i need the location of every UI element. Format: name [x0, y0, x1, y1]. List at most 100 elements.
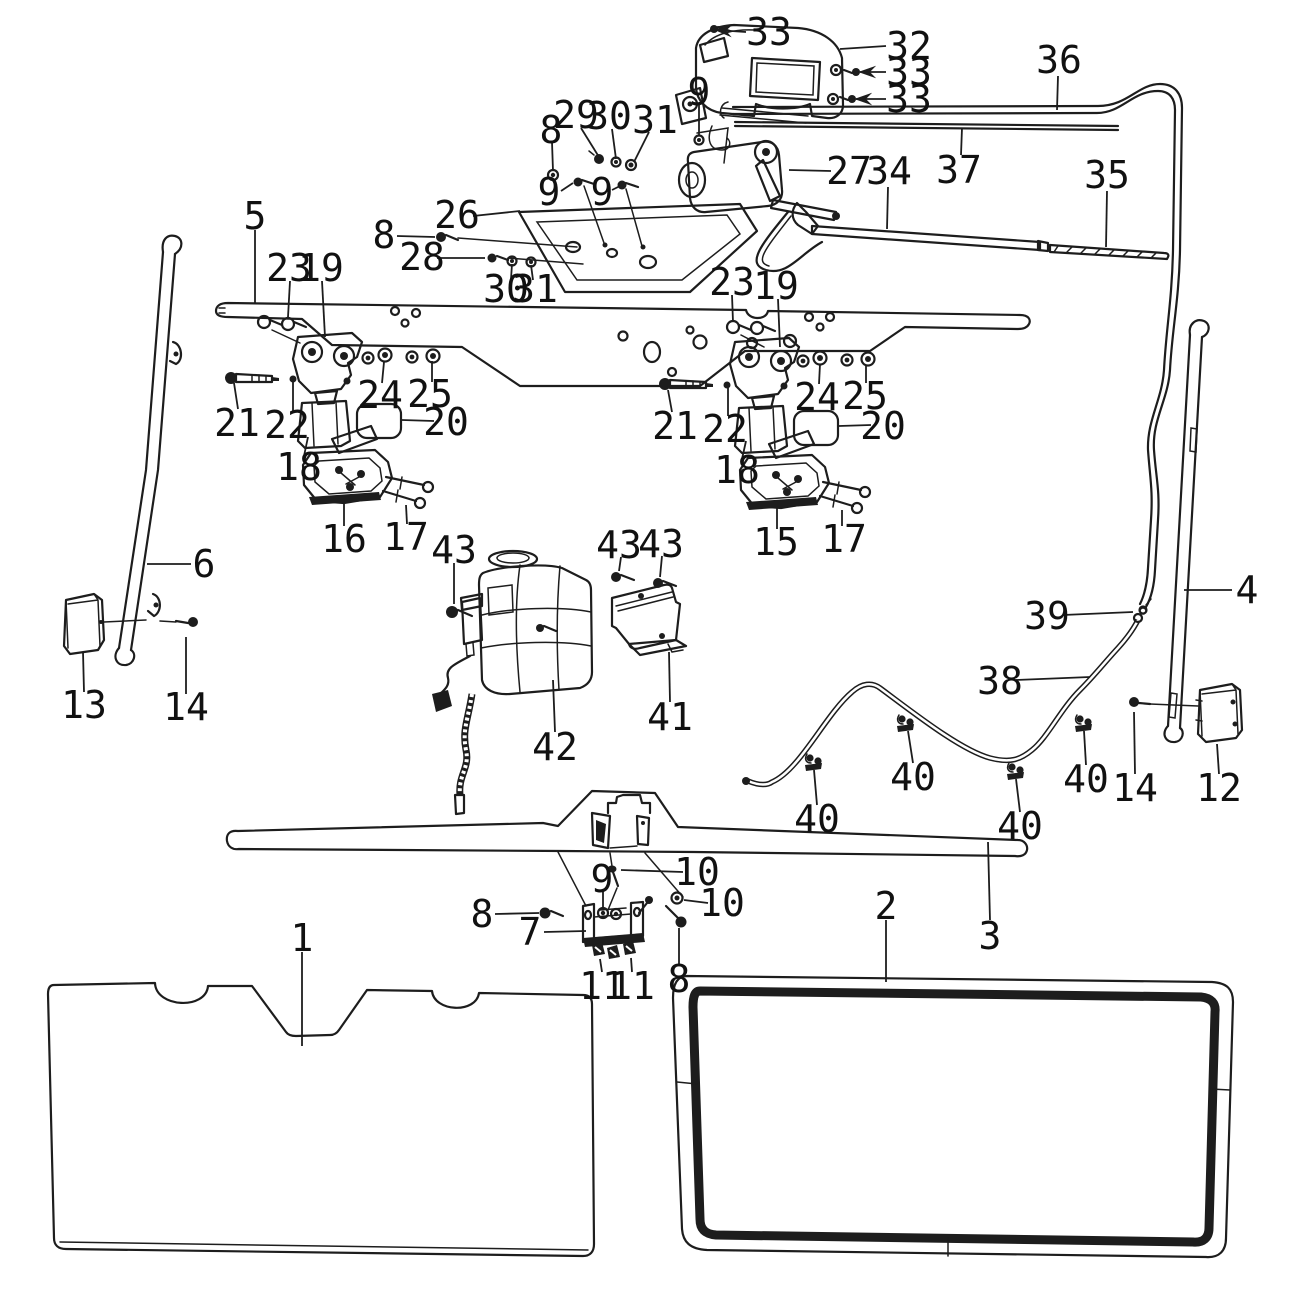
part-label-11: 11	[609, 964, 655, 1008]
part-label-19: 19	[753, 264, 799, 308]
left-hinge-assembly	[223, 314, 441, 510]
nut-10-b	[670, 891, 684, 905]
leader-line-11	[599, 958, 603, 973]
part-label-5: 5	[244, 194, 267, 238]
part-label-6: 6	[193, 542, 216, 586]
hose-clip-40	[804, 753, 823, 772]
leader-line-8	[551, 141, 554, 172]
part-label-28: 28	[399, 235, 445, 279]
bolt-8-mid	[436, 232, 578, 248]
part-label-9: 9	[591, 857, 614, 901]
part-label-33: 33	[886, 77, 932, 121]
part-label-35: 35	[1084, 153, 1130, 197]
leader-line-10	[683, 899, 709, 904]
leader-line-21	[667, 389, 673, 413]
leader-line-34	[886, 186, 889, 230]
part-label-20: 20	[423, 400, 469, 444]
screw-33-c	[838, 95, 856, 103]
leader-line-19	[321, 280, 326, 338]
part-label-43: 43	[638, 522, 684, 566]
part-label-29: 29	[553, 93, 599, 137]
top-frame-bar	[214, 301, 1031, 388]
bolt-9-b	[617, 180, 646, 250]
part-label-36: 36	[1036, 38, 1082, 82]
part-label-3: 3	[979, 914, 1002, 958]
part-label-21: 21	[214, 401, 260, 445]
part-label-15: 15	[753, 520, 799, 564]
part-label-33: 33	[746, 10, 792, 54]
part-label-31: 31	[512, 267, 558, 311]
leader-line-39	[1062, 611, 1134, 616]
part-label-18: 18	[714, 448, 760, 492]
screw-14-right	[1129, 697, 1199, 707]
corner-block-12	[1195, 682, 1244, 744]
bolt-43-b	[611, 572, 636, 582]
clip-11	[606, 944, 621, 960]
leader-line-21	[233, 382, 239, 410]
leader-line-32	[839, 45, 887, 50]
bottle-bracket	[610, 572, 688, 657]
screw-14-left	[159, 617, 198, 627]
part-label-33: 33	[886, 50, 932, 94]
leader-line-35	[1105, 190, 1108, 248]
part-label-13: 13	[61, 683, 107, 727]
part-label-16: 16	[321, 517, 367, 561]
part-label-31: 31	[632, 98, 678, 142]
part-label-1: 1	[291, 916, 314, 960]
part-label-40: 40	[997, 804, 1043, 848]
part-label-40: 40	[794, 797, 840, 841]
right-hinge-assembly	[657, 319, 876, 515]
leader-line-30	[510, 263, 513, 280]
part-label-26: 26	[434, 193, 480, 237]
leader-line-3	[987, 841, 991, 921]
part-label-34: 34	[866, 149, 912, 193]
part-label-30: 30	[483, 267, 529, 311]
leader-line-11	[630, 957, 633, 973]
part-label-21: 21	[652, 404, 698, 448]
glass-panel-right	[671, 974, 1235, 1259]
part-label-42: 42	[532, 725, 578, 769]
leader-line-40	[1083, 730, 1087, 766]
part-label-17: 17	[821, 517, 867, 561]
part-label-12: 12	[1196, 766, 1242, 810]
washer-hose	[742, 598, 1152, 788]
leader-line-23	[287, 280, 291, 318]
leader-line-7	[543, 930, 587, 933]
leader-line-43	[659, 555, 663, 578]
leader-line-20	[838, 424, 872, 427]
part-label-10: 10	[699, 881, 745, 925]
leader-line-18	[741, 440, 747, 460]
part-label-9: 9	[591, 170, 614, 214]
wiper-motor	[677, 139, 840, 273]
leader-line-13	[82, 651, 85, 693]
bolt-9-a	[573, 177, 608, 248]
leader-line-8	[396, 235, 436, 238]
part-label-25: 25	[842, 374, 888, 418]
leader-line-40	[813, 769, 818, 806]
leader-lines	[82, 24, 1232, 1046]
leader-line-24	[381, 361, 385, 384]
part-label-23: 23	[709, 260, 755, 304]
center-bracket-assembly	[539, 865, 687, 960]
leader-line-26	[472, 210, 521, 217]
hinge-bolts-23	[256, 314, 308, 344]
part-label-9: 9	[688, 70, 711, 114]
part-label-22: 22	[264, 403, 310, 447]
part-label-23: 23	[266, 246, 312, 290]
part-label-25: 25	[407, 372, 453, 416]
leader-line-10	[620, 869, 684, 873]
part-label-24: 24	[357, 373, 403, 417]
part-label-17: 17	[383, 515, 429, 559]
part-label-32: 32	[886, 24, 932, 68]
leader-line-23	[731, 294, 734, 323]
hose-connector-39	[1132, 598, 1152, 624]
part-label-2: 2	[875, 884, 898, 928]
part-label-22: 22	[702, 407, 748, 451]
part-label-8: 8	[471, 892, 494, 936]
part-label-7: 7	[519, 910, 542, 954]
part-label-39: 39	[1024, 594, 1070, 638]
leader-line-18	[303, 436, 309, 457]
leader-line-36	[1056, 75, 1059, 111]
washer-9-bracket	[596, 906, 610, 920]
